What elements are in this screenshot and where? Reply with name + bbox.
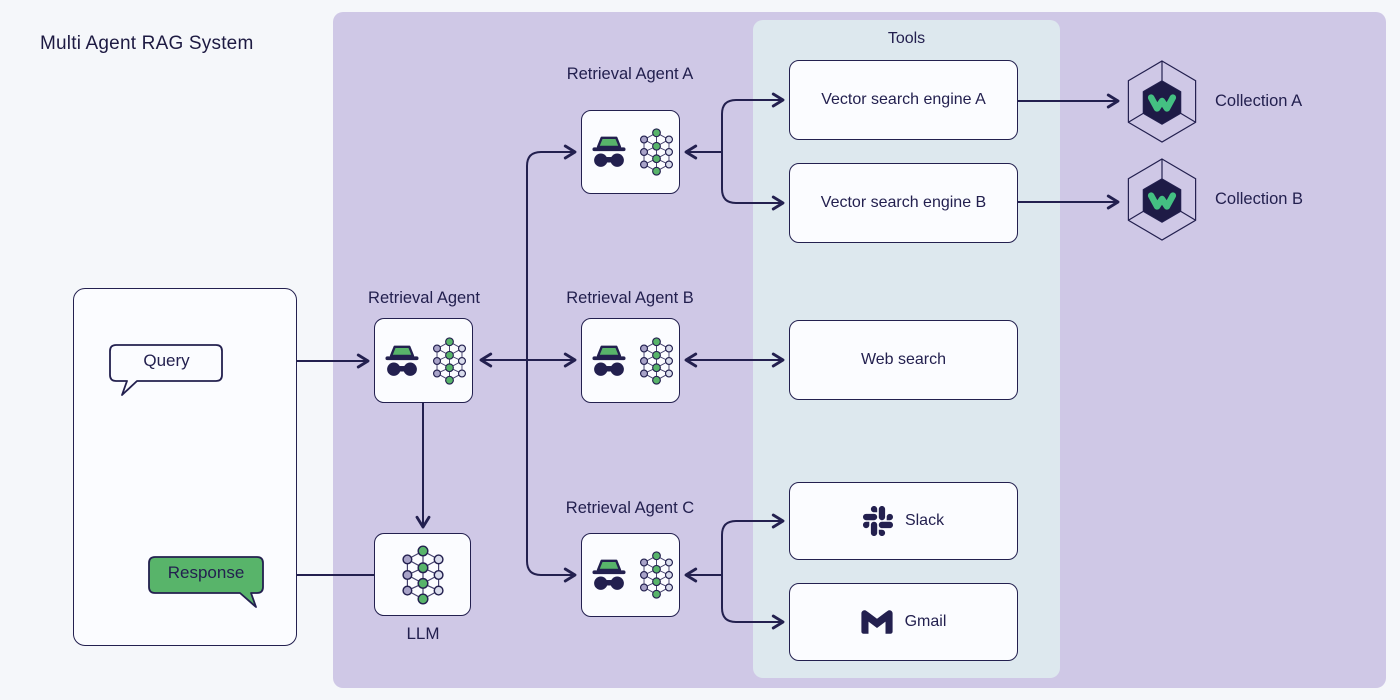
neural-network-icon [432,336,466,385]
retrieval-agent-a-label: Retrieval Agent A [566,65,694,83]
vector-search-engine-b-node: Vector search engine B [789,163,1018,243]
neural-network-icon [401,544,444,605]
page-title: Multi Agent RAG System [40,33,254,54]
slack-label: Slack [904,512,945,529]
vector-search-engine-b-label: Vector search engine B [820,194,987,211]
retrieval-agent-b-node [581,318,680,403]
neural-network-icon [639,551,673,599]
response-bubble: Response [148,556,264,608]
retrieval-agent-node [374,318,473,403]
incognito-agent-icon [591,559,626,590]
collection-b [1124,157,1200,249]
slack-node: Slack [789,482,1018,560]
gmail-icon [861,610,893,634]
speech-bubble-icon [109,344,223,396]
vector-search-engine-a-label: Vector search engine A [821,91,986,108]
collection-b-label: Collection B [1215,190,1304,208]
weaviate-collection-icon [1127,158,1197,241]
response-label: Response [167,563,245,582]
slack-icon [862,506,893,536]
gmail-node: Gmail [789,583,1018,661]
weaviate-collection-icon [1127,60,1197,143]
web-search-node: Web search [789,320,1018,400]
retrieval-agent-c-label: Retrieval Agent C [565,499,695,517]
tools-panel-title: Tools [887,30,926,47]
retrieval-agent-c-node [581,533,680,617]
retrieval-agent-a-node [581,110,680,194]
neural-network-icon [639,336,673,385]
retrieval-agent-b-label: Retrieval Agent B [566,289,694,307]
incognito-agent-icon [591,345,626,376]
speech-bubble-icon [148,556,264,608]
incognito-agent-icon [591,136,626,167]
collection-a-label: Collection A [1215,92,1303,110]
llm-label: LLM [406,624,440,643]
query-label: Query [143,351,190,370]
vector-search-engine-a-node: Vector search engine A [789,60,1018,140]
neural-network-icon [639,128,673,176]
web-search-label: Web search [860,351,947,368]
collection-a [1124,59,1200,151]
query-bubble: Query [109,344,224,396]
incognito-agent-icon [384,345,419,376]
retrieval-agent-label: Retrieval Agent [368,289,480,307]
gmail-label: Gmail [904,613,947,630]
llm-node [374,533,471,616]
